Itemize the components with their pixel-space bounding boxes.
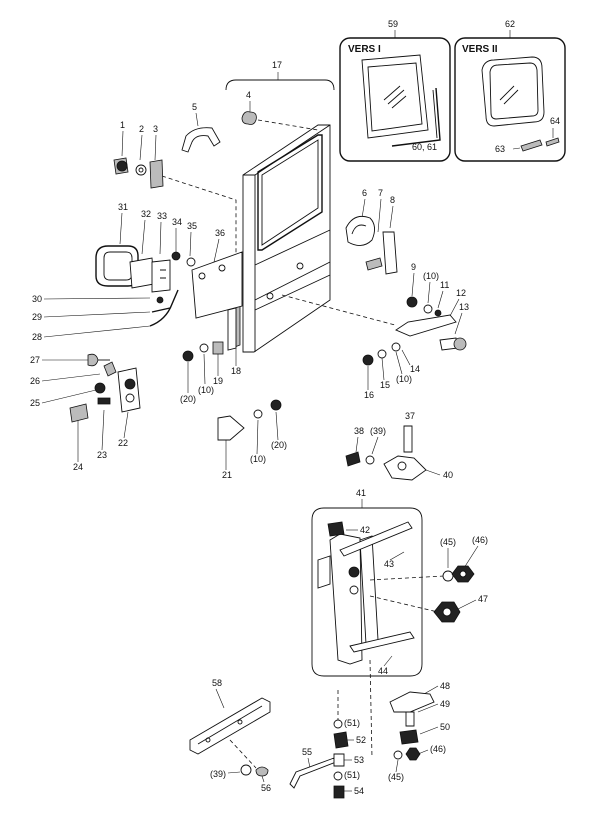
label-56: 56: [261, 783, 271, 793]
label-38: 38: [354, 426, 364, 436]
label-25: 25: [30, 398, 40, 408]
label-17: 17: [272, 60, 282, 70]
label-20a: (20): [180, 394, 196, 404]
label-31: 31: [118, 202, 128, 212]
label-52: 52: [356, 735, 366, 745]
label-45a: (45): [440, 537, 456, 547]
label-60-61: 60, 61: [412, 142, 437, 152]
label-6: 6: [362, 188, 367, 198]
label-29: 29: [32, 312, 42, 322]
label-19: 19: [213, 376, 223, 386]
label-44: 44: [378, 666, 388, 676]
label-24: 24: [73, 462, 83, 472]
label-34: 34: [172, 217, 182, 227]
label-11: 11: [440, 280, 449, 290]
inset-title-vers2: VERS II: [462, 44, 498, 55]
label-59: 59: [388, 19, 398, 29]
label-47: 47: [478, 594, 488, 604]
label-16: 16: [364, 390, 374, 400]
inset-title-vers1: VERS I: [348, 44, 381, 55]
label-28: 28: [32, 332, 42, 342]
label-10a: (10): [423, 271, 439, 281]
label-9: 9: [411, 262, 416, 272]
label-43: 43: [384, 559, 394, 569]
label-51a: (51): [344, 718, 360, 728]
label-50: 50: [440, 722, 450, 732]
label-27: 27: [30, 355, 40, 365]
label-53: 53: [354, 755, 364, 765]
label-8: 8: [390, 195, 395, 205]
label-32: 32: [141, 209, 151, 219]
label-36: 36: [215, 228, 225, 238]
label-26: 26: [30, 376, 40, 386]
label-10d: (10): [250, 454, 266, 464]
label-46b: (46): [430, 744, 446, 754]
label-4: 4: [246, 90, 251, 100]
label-49: 49: [440, 699, 450, 709]
label-62: 62: [505, 19, 515, 29]
label-5: 5: [192, 102, 197, 112]
label-35: 35: [187, 221, 197, 231]
label-20b: (20): [271, 440, 287, 450]
label-48: 48: [440, 681, 450, 691]
rear-door-panel: [231, 124, 331, 353]
label-2: 2: [139, 124, 144, 134]
label-10c: (10): [198, 385, 214, 395]
label-55: 55: [302, 747, 312, 757]
inset-version-2: VERS II: [454, 37, 566, 162]
label-58: 58: [212, 678, 222, 688]
inset-version-1: VERS I 60, 61: [339, 37, 451, 162]
label-64: 64: [550, 116, 560, 126]
label-37: 37: [405, 411, 415, 421]
label-63: 63: [495, 144, 505, 154]
label-12: 12: [456, 288, 466, 298]
label-33: 33: [157, 211, 167, 221]
label-15: 15: [380, 380, 390, 390]
label-46a: (46): [472, 535, 488, 545]
label-23: 23: [97, 450, 107, 460]
label-45b: (45): [388, 772, 404, 782]
label-54: 54: [354, 786, 364, 796]
label-10b: (10): [396, 374, 412, 384]
label-14: 14: [410, 364, 420, 374]
label-39a: (39): [370, 426, 386, 436]
label-51b: (51): [344, 770, 360, 780]
label-41: 41: [356, 488, 366, 498]
label-39b: (39): [210, 769, 226, 779]
label-30: 30: [32, 294, 42, 304]
label-40: 40: [443, 470, 453, 480]
mechanism-frame-41: [317, 521, 415, 665]
label-1: 1: [120, 120, 125, 130]
label-42: 42: [360, 525, 370, 535]
label-13: 13: [459, 302, 469, 312]
label-18: 18: [231, 366, 241, 376]
label-22: 22: [118, 438, 128, 448]
label-3: 3: [153, 124, 158, 134]
label-21: 21: [222, 470, 232, 480]
label-7: 7: [378, 188, 383, 198]
